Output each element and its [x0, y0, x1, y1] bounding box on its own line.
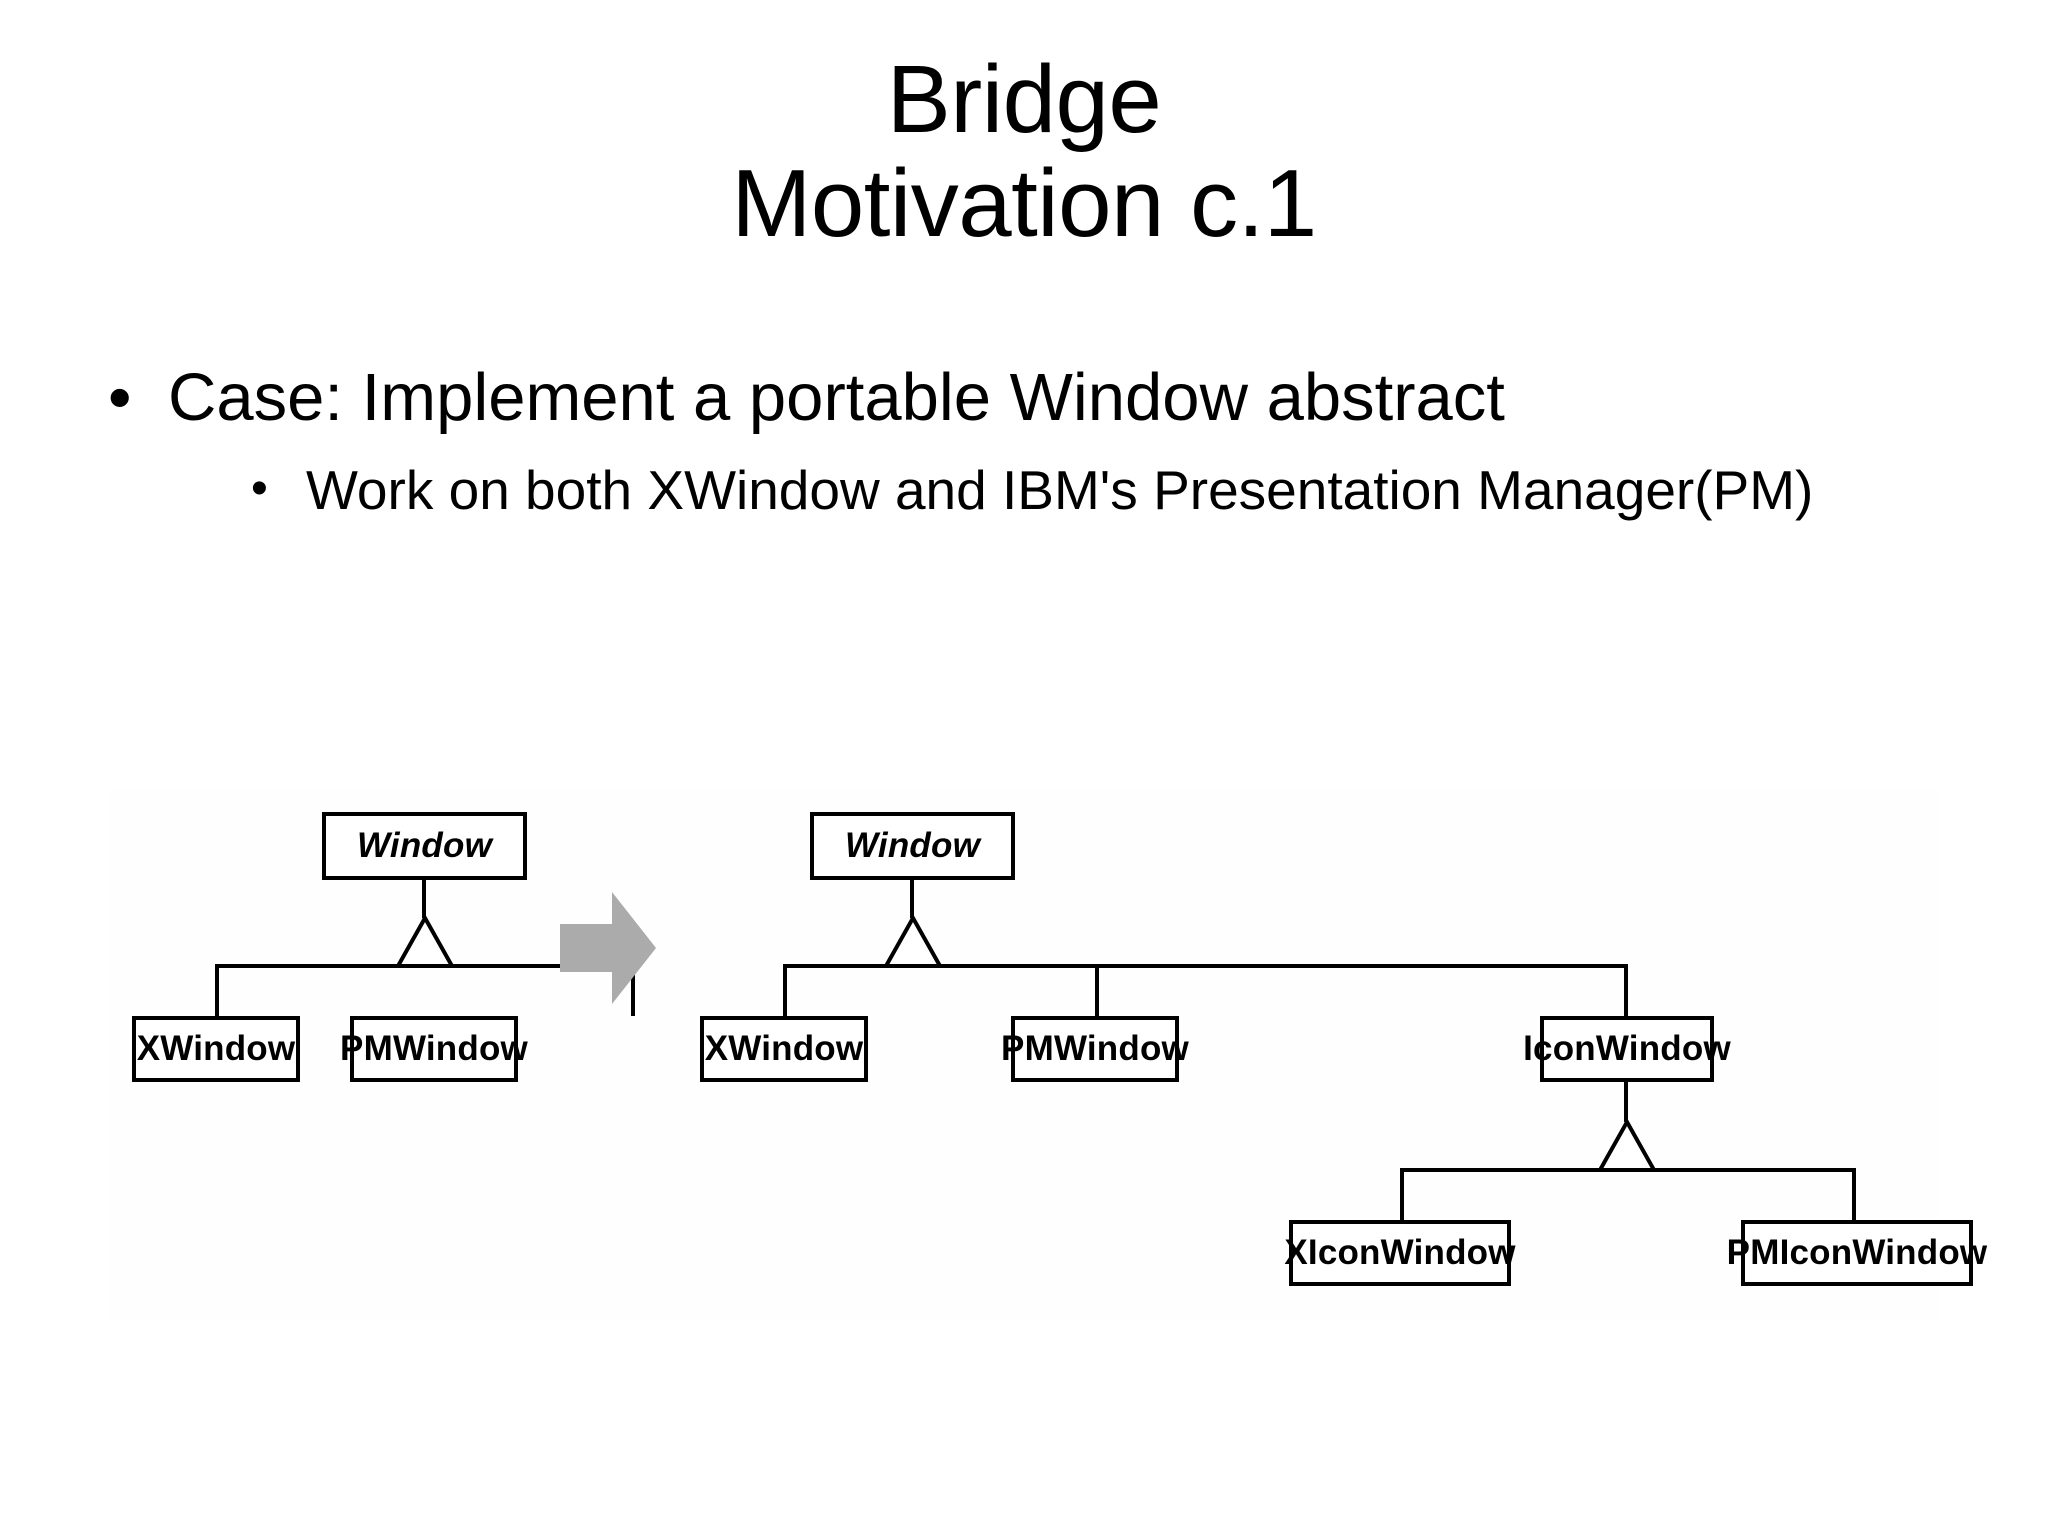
iconwindow-generalization-triangle [1597, 1120, 1657, 1172]
right-tree-box-window[interactable]: Window [810, 812, 1015, 880]
iconwindow-drop-line-pmiconwindow [1852, 1168, 1856, 1220]
bullet-level2-text: Work on both XWindow and IBM's Presentat… [306, 459, 1814, 522]
box-pmiconwindow[interactable]: PMIconWindow [1727, 1220, 1987, 1286]
title-line-1: Bridge [886, 46, 1162, 153]
right-tree-generalization-triangle [883, 916, 943, 968]
left-tree-generalization-triangle [395, 916, 455, 968]
uml-diagram: Window XWindow PMWindow Window XWindow P… [110, 790, 1987, 1320]
left-tree-drop-line-pmwindow [631, 964, 635, 1016]
right-tree-bus-bar [783, 964, 1628, 968]
right-tree-box-pmwindow[interactable]: PMWindow [1001, 1016, 1189, 1082]
page-title: Bridge Motivation c.1 [0, 48, 2048, 255]
bullet-level1-text: Case: Implement a portable Window abstra… [168, 360, 1505, 435]
right-tree-drop-line-iconwindow [1624, 964, 1628, 1016]
title-line-2: Motivation c.1 [731, 149, 1317, 257]
sub-bullet-marker-icon: • [251, 462, 268, 516]
bullet-level1: • Case: Implement a portable Window abst… [96, 360, 1976, 436]
bullet-list: • Case: Implement a portable Window abst… [96, 360, 1976, 523]
left-tree-box-window[interactable]: Window [322, 812, 527, 880]
iconwindow-bus-bar [1400, 1168, 1856, 1172]
left-tree-bus-bar [215, 964, 635, 968]
iconwindow-drop-line-xiconwindow [1400, 1168, 1404, 1220]
right-tree-box-xwindow[interactable]: XWindow [700, 1016, 868, 1082]
right-tree-drop-line-xwindow [783, 964, 787, 1016]
bullet-marker-icon: • [108, 360, 132, 435]
box-xiconwindow[interactable]: XIconWindow [1284, 1220, 1515, 1286]
right-tree-box-iconwindow[interactable]: IconWindow [1523, 1016, 1731, 1082]
iconwindow-connector-stub [1624, 1082, 1628, 1122]
left-tree-drop-line-xwindow [215, 964, 219, 1016]
left-tree-box-xwindow[interactable]: XWindow [132, 1016, 300, 1082]
left-tree-box-pmwindow[interactable]: PMWindow [340, 1016, 528, 1082]
right-tree-drop-line-pmwindow [1095, 964, 1099, 1016]
right-arrow-icon [560, 892, 656, 1004]
left-tree-connector-stub [422, 880, 426, 918]
bullet-level2: • Work on both XWindow and IBM's Present… [171, 458, 1976, 523]
right-tree-connector-stub [910, 880, 914, 918]
